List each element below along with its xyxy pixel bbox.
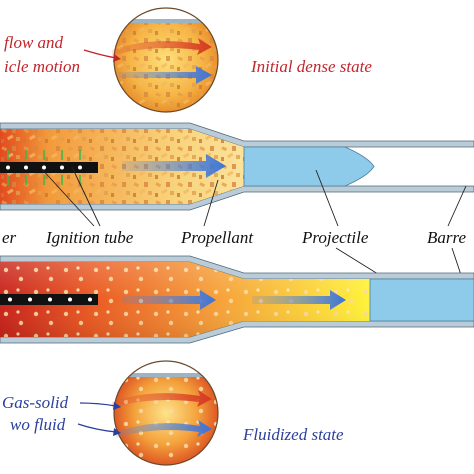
upper-barrel — [0, 122, 474, 211]
top-inset-circle — [112, 7, 219, 113]
top-caption-line-2: icle motion — [4, 57, 80, 76]
flow-arrow-lower-1 — [122, 290, 216, 310]
gas-flow-arrow-red — [112, 38, 212, 56]
propellant-label: Propellant — [180, 228, 254, 247]
particle-flow-arrow-blue-bottom — [116, 420, 212, 438]
ignition-holes-lower — [8, 297, 92, 302]
gas-flow-arrow-red-bottom — [112, 390, 212, 408]
bottom-caption-leader-2-arrowhead — [113, 428, 121, 436]
ignition-tube-label: Ignition tube — [45, 228, 134, 247]
bottom-caption-leader-2 — [77, 423, 117, 433]
bottom-inset-circle — [112, 360, 219, 466]
projectile-upper — [243, 146, 375, 187]
flow-arrow-upper — [122, 154, 226, 178]
projectile-label: Projectile — [301, 228, 369, 247]
bottom-caption-leader-1 — [79, 402, 117, 407]
flow-arrow-lower-2 — [252, 290, 346, 310]
top-caption-line-1: flow and — [4, 33, 64, 52]
ignition-tube-upper — [0, 162, 98, 173]
bottom-caption-line-2: wo fluid — [10, 415, 66, 434]
bottom-caption-leader-1-arrowhead — [113, 402, 121, 410]
bottom-caption-line-1: Gas-solid — [2, 393, 69, 412]
particle-motion-arrow-blue — [118, 66, 212, 84]
top-caption-leader-arrowhead — [113, 54, 121, 62]
ignition-jets-upper — [7, 150, 81, 185]
projectile-lower — [369, 278, 474, 322]
fluidized-state-label: Fluidized state — [242, 425, 344, 444]
lower-barrel — [0, 255, 474, 344]
barrel-label: Barre — [427, 228, 466, 247]
top-caption-leader-arrow — [83, 49, 117, 59]
igniter-label: er — [2, 228, 17, 247]
initial-dense-state-label: Initial dense state — [250, 57, 372, 76]
ignition-holes-upper — [6, 165, 82, 170]
